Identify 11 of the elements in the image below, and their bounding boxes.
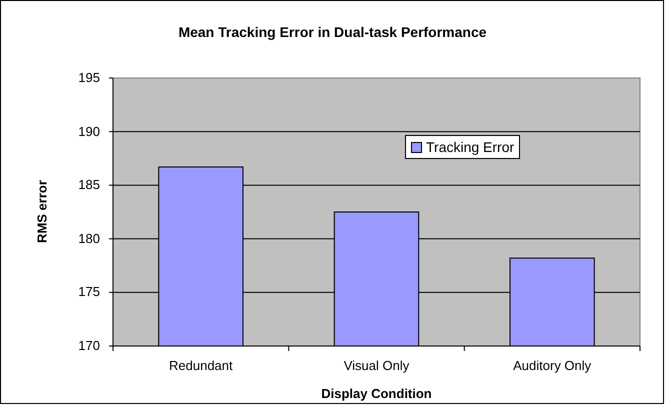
legend-label: Tracking Error <box>426 139 514 155</box>
x-axis-title: Display Condition <box>320 386 433 401</box>
x-tick-label: Redundant <box>168 358 234 373</box>
x-tick-label: Auditory Only <box>512 358 592 373</box>
y-axis-title: RMS error <box>34 179 50 245</box>
x-tick-label: Visual Only <box>342 358 410 373</box>
chart-title: Mean Tracking Error in Dual-task Performance <box>177 24 488 40</box>
y-tick-label: 195 <box>77 70 100 85</box>
y-tick-label: 170 <box>77 338 100 353</box>
y-tick-label: 175 <box>77 284 100 300</box>
y-tick-label: 190 <box>77 124 100 139</box>
